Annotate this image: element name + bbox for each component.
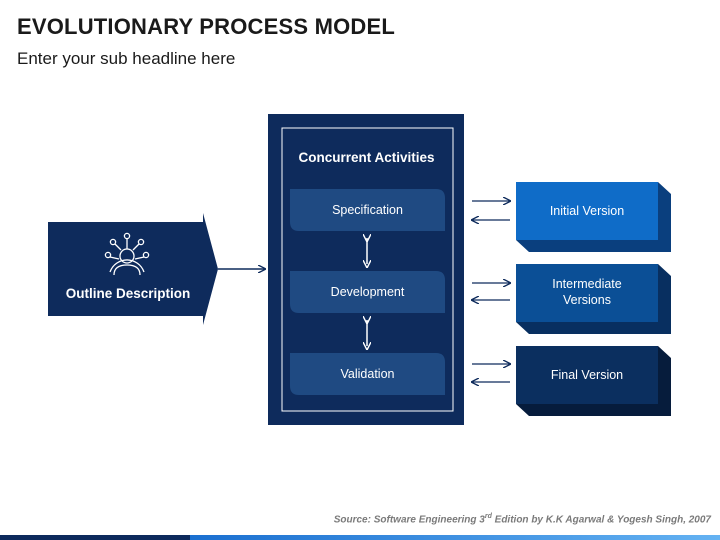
bottom-bar-dark-segment — [0, 535, 190, 540]
person-network-icon — [104, 232, 150, 276]
activity-box-specification — [290, 189, 445, 231]
page-subtitle: Enter your sub headline here — [17, 49, 236, 68]
activity-label-validation: Validation — [340, 367, 395, 381]
version-label-intermediate: Intermediate Versions — [552, 277, 622, 307]
bottom-accent-bar — [0, 535, 720, 540]
version-box-initial — [516, 182, 671, 252]
activity-label-specification: Specification — [332, 203, 403, 217]
bottom-bar-gradient-segment — [190, 535, 720, 540]
concurrent-panel-border — [281, 127, 454, 412]
source-superscript: rd — [484, 513, 492, 520]
source-citation: Source: Software Engineering 3rd Edition… — [334, 513, 711, 525]
activity-label-development: Development — [330, 285, 405, 299]
version-label-initial: Initial Version — [549, 204, 625, 218]
activity-box-development — [290, 271, 445, 313]
page-title: EVOLUTIONARY PROCESS MODEL — [17, 14, 396, 39]
version-arrows — [472, 201, 510, 382]
outline-block — [48, 213, 218, 325]
outline-description-label: Outline Description — [65, 286, 191, 301]
version-box-final — [516, 346, 671, 416]
concurrent-activities-title: Concurrent Activities — [298, 150, 435, 165]
source-suffix: Edition by K.K Agarwal & Yogesh Singh, 2… — [491, 514, 711, 526]
source-prefix: Source: Software Engineering 3 — [333, 514, 485, 526]
activity-box-validation — [290, 353, 445, 395]
version-box-intermediate — [516, 264, 671, 334]
version-label-final: Final Version — [550, 368, 624, 382]
